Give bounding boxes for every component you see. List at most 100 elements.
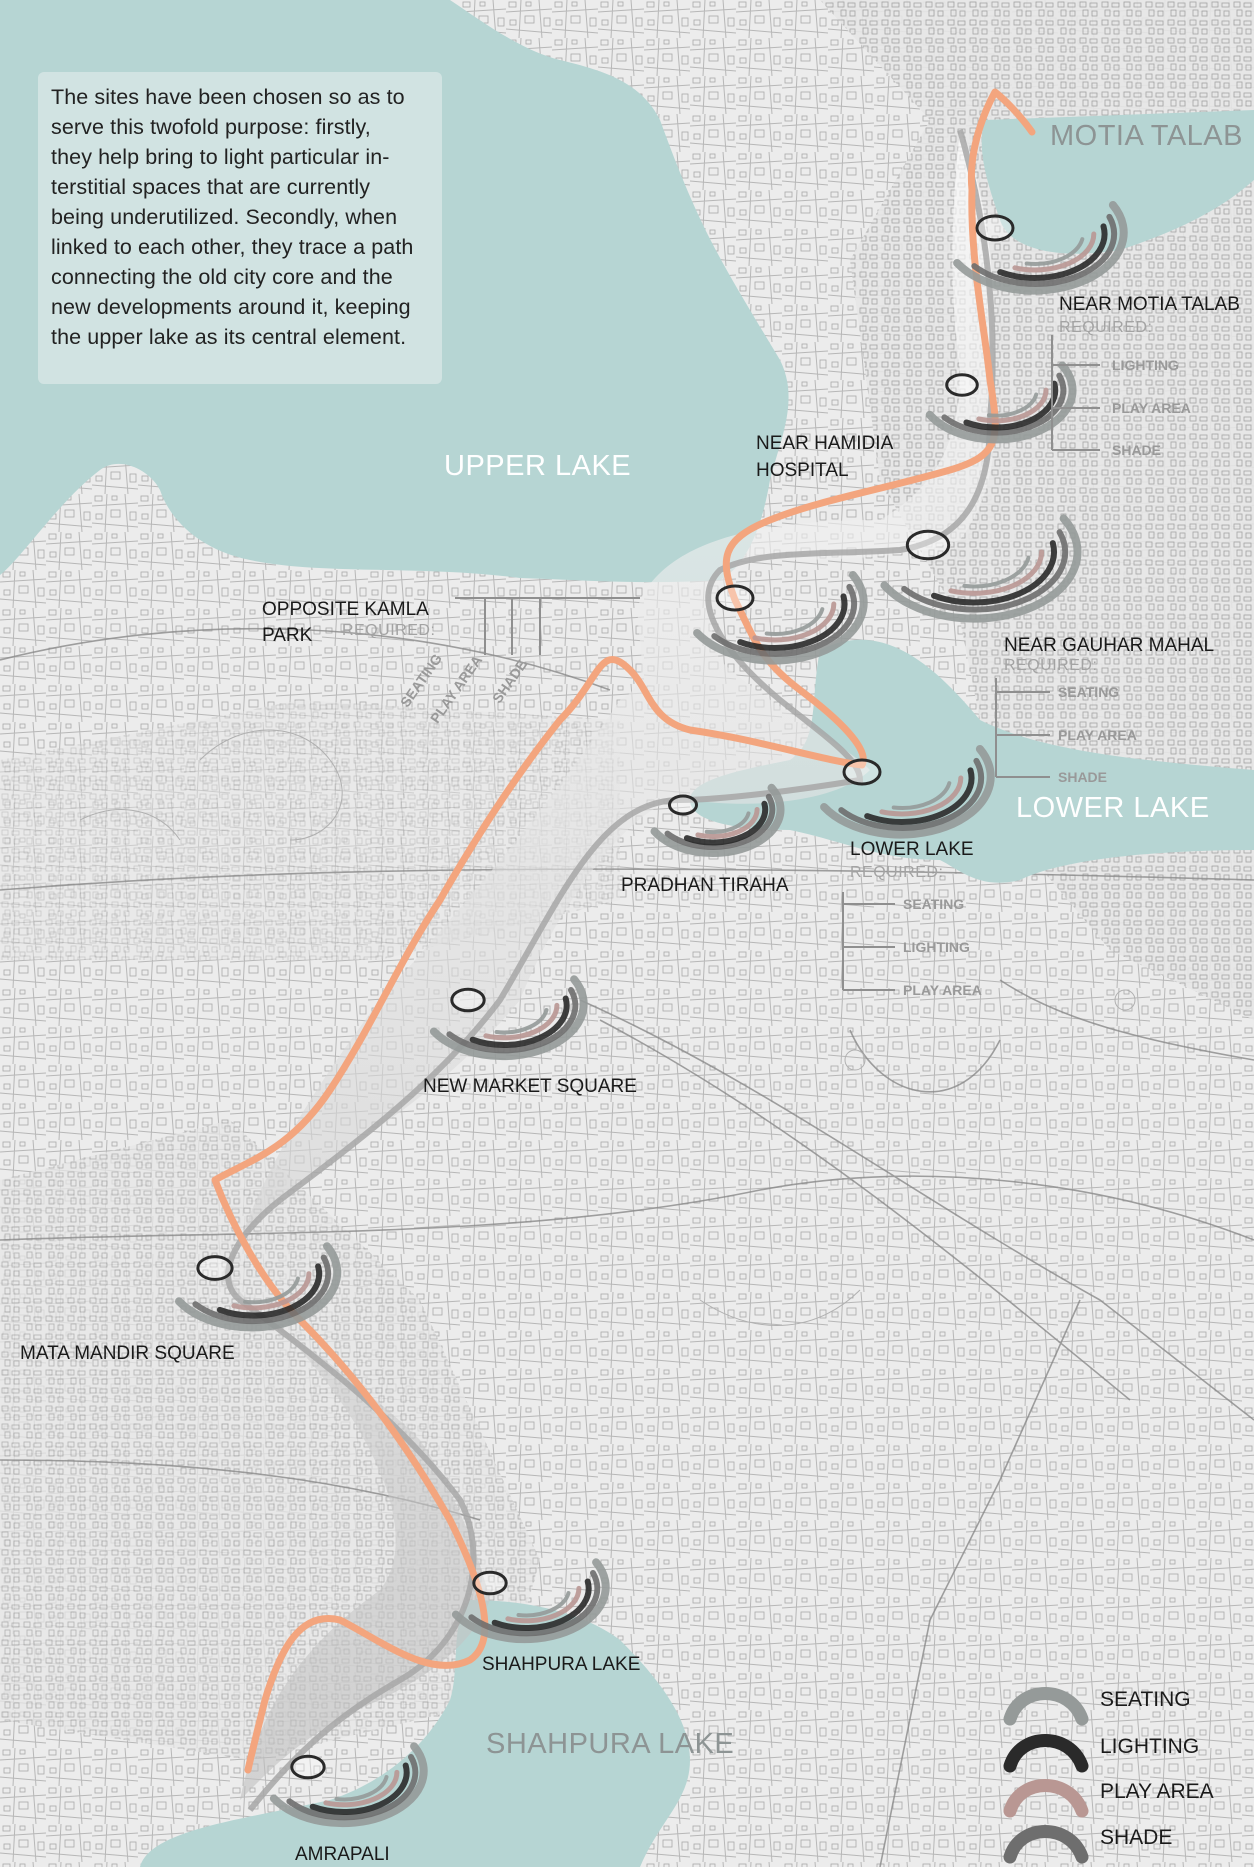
marker-ring <box>962 555 1031 589</box>
site-label-opposite-kamla-park-line2: PARK <box>262 625 313 646</box>
marker-ring <box>1024 237 1085 266</box>
marker-shahpura-lake <box>451 1558 610 1644</box>
marker-new-market-square <box>429 975 588 1061</box>
marker-ring <box>711 583 858 657</box>
marker-ring <box>737 593 848 651</box>
marker-ring <box>986 392 1039 418</box>
marker-ring <box>891 781 952 810</box>
site-label-near-hamidia-line2: HOSPITAL <box>756 460 849 481</box>
marker-ring <box>693 571 868 665</box>
marker-node <box>715 584 755 612</box>
marker-ring <box>931 540 1058 606</box>
marker-ring <box>695 807 760 840</box>
marker-ring <box>192 1254 332 1325</box>
marker-ring <box>880 514 1082 623</box>
marker-ring <box>505 1585 582 1624</box>
description-text: The sites have been chosen so as to serv… <box>51 85 414 349</box>
marker-node <box>196 1255 234 1281</box>
requirement-item: LIGHTING <box>903 939 970 955</box>
legend-label-seating: SEATING <box>1100 1688 1191 1711</box>
marker-ring <box>925 361 1077 444</box>
marker-ring <box>650 783 785 858</box>
marker-ring <box>953 201 1128 295</box>
marker-amrapali <box>269 1742 428 1828</box>
marker-ring <box>323 1769 400 1808</box>
marker-near-motia-talab <box>953 201 1128 295</box>
site-label-mata-mandir-square: MATA MANDIR SQUARE <box>20 1343 235 1364</box>
marker-near-hamidia <box>925 361 1077 444</box>
marker-ring <box>764 607 825 636</box>
legend-swatch-shade <box>1003 1825 1089 1864</box>
requirement-item: PLAY AREA <box>903 982 982 998</box>
marker-ring <box>469 995 570 1049</box>
marker-ring <box>838 757 985 831</box>
requirement-item: SEATING <box>1058 684 1120 700</box>
site-label-opposite-kamla-park: OPPOSITE KAMLA <box>262 599 429 620</box>
site-label-near-gauhar-mahal: NEAR GAUHAR MAHAL <box>1004 635 1215 656</box>
marker-node <box>472 1570 508 1596</box>
site-label-pradhan-tiraha: PRADHAN TIRAHA <box>621 875 789 896</box>
marker-near-gauhar-mahal <box>880 514 1082 623</box>
corridor-band <box>220 130 994 1800</box>
motia-talab-label: MOTIA TALAB <box>1050 120 1243 152</box>
marker-ring <box>879 775 964 817</box>
marker-ring <box>491 1578 592 1632</box>
route-path <box>211 88 1036 1774</box>
site-label-lower-lake: LOWER LAKE <box>850 839 974 860</box>
requirement-item: LIGHTING <box>1112 357 1179 373</box>
requirement-item: SHADE <box>1112 442 1162 458</box>
marker-ring <box>451 1558 610 1644</box>
marker-ring <box>243 1276 300 1305</box>
marker-ring <box>864 767 975 825</box>
marker-ring <box>963 380 1059 431</box>
marker-ring <box>948 549 1045 596</box>
marker-ring <box>976 387 1049 424</box>
legend-swatch-play-area <box>1003 1779 1089 1818</box>
marker-ring <box>468 1570 601 1637</box>
legend-label-shade: SHADE <box>1100 1826 1173 1849</box>
marker-mata-mandir-square <box>175 1242 342 1332</box>
marker-ring <box>286 1754 419 1821</box>
upper-lake-label: UPPER LAKE <box>444 450 632 482</box>
marker-ring <box>334 1775 389 1802</box>
shahpura-lake-label: SHAHPURA LAKE <box>486 1728 735 1760</box>
description-box: The sites have been chosen so as to serv… <box>38 72 442 384</box>
marker-node <box>945 373 979 397</box>
marker-ring <box>309 1762 410 1816</box>
site-label-amrapali: AMRAPALI <box>295 1844 390 1865</box>
requirement-item: PLAY AREA <box>1112 400 1191 416</box>
marker-ring <box>175 1242 342 1332</box>
marker-opposite-kamla-park <box>693 571 868 665</box>
marker-pradhan-tiraha <box>650 783 785 858</box>
required-label: REQUIRED: <box>1004 657 1098 674</box>
lower-lake-label: LOWER LAKE <box>1016 792 1210 824</box>
legend-swatch-lighting <box>1003 1734 1089 1773</box>
marker-node <box>668 794 698 816</box>
marker-ring <box>997 223 1108 281</box>
requirement-item: SEATING <box>903 896 965 912</box>
marker-ring <box>941 372 1067 436</box>
marker-ring <box>429 975 588 1061</box>
site-label-shahpura-lake: SHAHPURA LAKE <box>482 1654 641 1675</box>
required-label: REQUIRED: <box>342 622 436 639</box>
marker-ring <box>752 601 837 643</box>
marker-ring <box>664 793 776 850</box>
marker-ring <box>483 1002 560 1041</box>
site-label-near-hamidia: NEAR HAMIDIA <box>756 433 894 454</box>
requirement-lines <box>455 335 1100 991</box>
marker-node <box>842 758 882 786</box>
marker-ring <box>231 1271 312 1311</box>
site-label-near-motia-talab: NEAR MOTIA TALAB <box>1059 294 1240 315</box>
marker-ring <box>1012 231 1097 273</box>
marker-node <box>290 1754 326 1780</box>
requirement-item: PLAY AREA <box>1058 727 1137 743</box>
marker-ring <box>446 987 579 1054</box>
required-label: REQUIRED: <box>1059 319 1153 336</box>
legend-label-lighting: LIGHTING <box>1100 1735 1200 1758</box>
marker-ring <box>269 1742 428 1828</box>
marker-ring <box>704 811 751 835</box>
site-label-new-market-square: NEW MARKET SQUARE <box>423 1076 637 1097</box>
